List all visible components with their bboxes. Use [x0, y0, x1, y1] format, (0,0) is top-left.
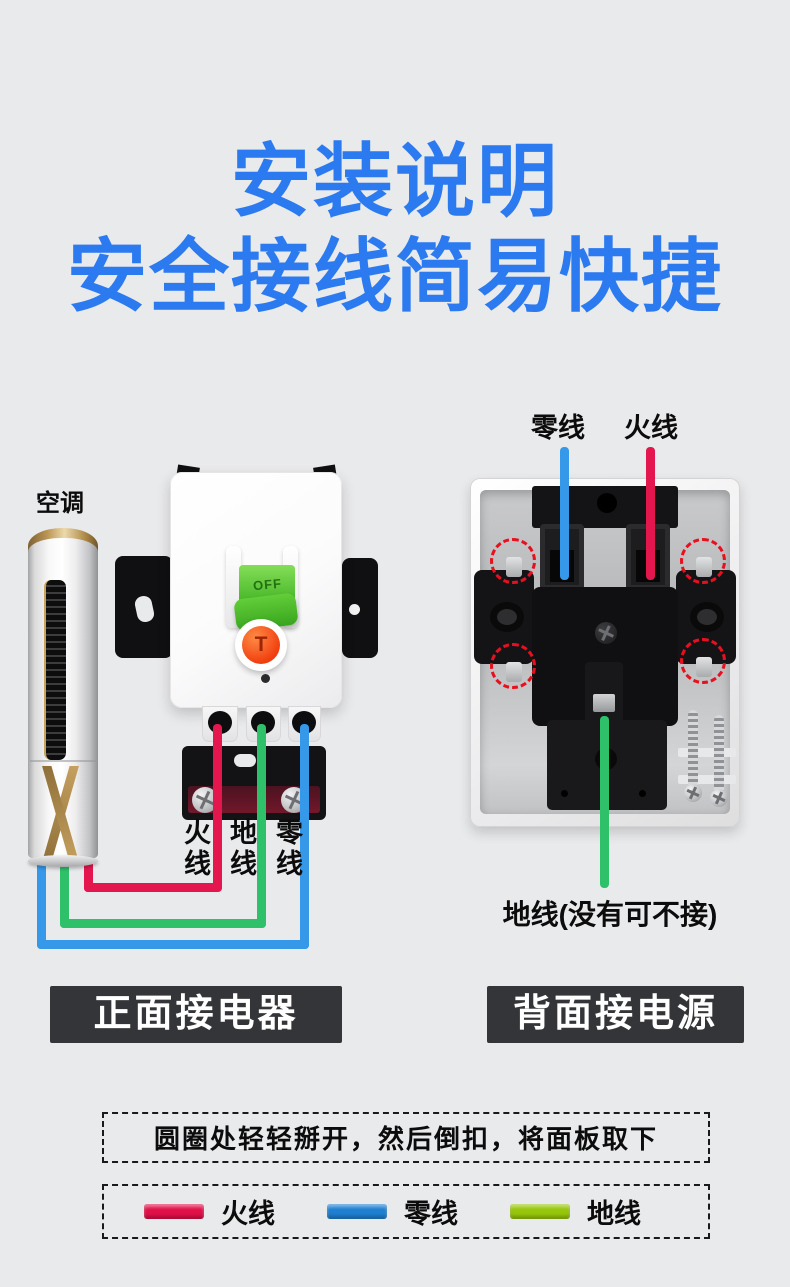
instruction-box: 圆圈处轻轻掰开，然后倒扣，将面板取下 — [102, 1112, 710, 1163]
ground-wire-back — [600, 716, 609, 888]
neutral-wire-vertical — [300, 724, 309, 949]
wire-label-live: 火线 — [180, 818, 210, 880]
ground-wire-horizontal — [60, 919, 266, 928]
clip-tab — [696, 557, 712, 577]
test-button: T — [242, 626, 280, 664]
legend-box: 火线 零线 地线 — [102, 1184, 710, 1239]
spare-screw-left-head — [684, 784, 702, 802]
live-wire-vertical — [213, 724, 222, 891]
live-wire-riser — [84, 858, 93, 892]
ground-terminal — [585, 662, 623, 724]
plate-slot — [234, 754, 256, 767]
legend-swatch-ground — [510, 1204, 570, 1219]
terminal-hole-neutral — [292, 711, 316, 734]
legend-item-live: 火线 — [144, 1186, 275, 1237]
instruction-text: 圆圈处轻轻掰开，然后倒扣，将面板取下 — [153, 1124, 658, 1154]
wire-label-ground: 地线 — [226, 818, 256, 880]
clip-tab — [506, 662, 522, 682]
appliance-label: 空调 — [36, 490, 84, 517]
clip-circle-top-left — [490, 538, 536, 584]
live-wire-back — [646, 447, 655, 580]
legend-label-live: 火线 — [221, 1199, 275, 1229]
bracket-hole-right — [349, 604, 360, 615]
legend-swatch-neutral — [327, 1204, 387, 1219]
legend-item-ground: 地线 — [510, 1186, 641, 1237]
page-title: 安装说明 — [231, 137, 559, 226]
legend-swatch-live — [144, 1204, 204, 1219]
screw-tab-lower — [678, 775, 736, 784]
indicator-dot — [261, 674, 270, 683]
lower-plate-dot-left — [561, 790, 568, 797]
clip-circle-bottom-left — [490, 643, 536, 689]
clip-circle-top-right — [680, 538, 726, 584]
label-neutral-back: 零线 — [531, 413, 585, 443]
ground-wire-vertical — [257, 724, 266, 928]
neutral-wire-back — [560, 447, 569, 580]
lower-plate-dot-right — [639, 790, 646, 797]
ac-vent-grille — [44, 580, 66, 760]
ground-note: 地线(没有可不接) — [502, 899, 718, 930]
legend-label-neutral: 零线 — [404, 1199, 458, 1229]
legend-label-ground: 地线 — [587, 1199, 641, 1229]
ac-unit — [28, 528, 98, 867]
neutral-wire-riser — [37, 858, 46, 949]
page-subtitle: 安全接线简易快捷 — [67, 232, 723, 321]
ac-seam — [30, 760, 96, 762]
back-panel — [470, 478, 740, 827]
wire-label-neutral: 零线 — [272, 818, 302, 880]
spare-screw-left — [688, 710, 698, 790]
spare-screw-right — [714, 715, 724, 795]
test-button-label: T — [254, 633, 268, 656]
banner-front: 正面接电器 — [50, 986, 342, 1043]
live-wire-horizontal — [84, 883, 222, 892]
clip-tab — [506, 557, 522, 577]
wing-hole-right — [690, 602, 724, 632]
ground-wire-riser — [60, 858, 69, 928]
ground-terminal-clamp — [593, 694, 615, 712]
screw-tab-upper — [678, 748, 736, 757]
spare-screw-right-head — [710, 789, 728, 807]
mechanism-screw — [595, 622, 617, 644]
label-live-back: 火线 — [624, 413, 678, 443]
clip-circle-bottom-right — [680, 638, 726, 684]
ac-base — [28, 855, 98, 867]
legend-item-neutral: 零线 — [327, 1186, 458, 1237]
clip-tab — [696, 657, 712, 677]
wing-hole-left — [490, 602, 524, 632]
banner-back: 背面接电源 — [487, 986, 744, 1043]
panel-top-hole — [597, 493, 617, 513]
neutral-wire-horizontal — [37, 940, 309, 949]
mount-bracket-right — [342, 558, 378, 658]
